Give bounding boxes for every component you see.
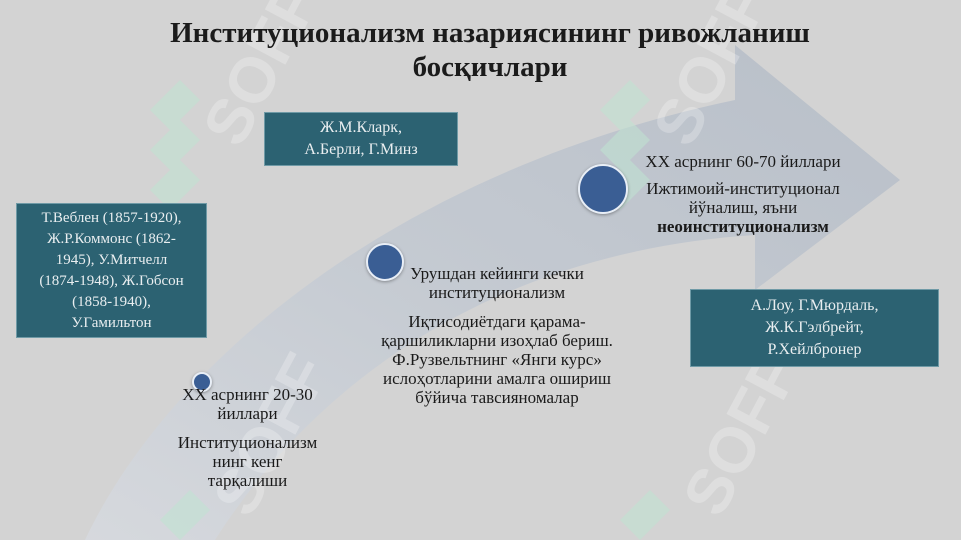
box-neo-institutionalists: А.Лоу, Г.Мюрдаль, Ж.К.Гэлбрейт, Р.Хейлбр… — [690, 289, 939, 367]
stage-marker-2 — [366, 243, 404, 281]
stage-3-heading: ХХ асрнинг 60-70 йиллари — [645, 152, 841, 171]
stage-3-text: ХХ асрнинг 60-70 йиллари Ижтимоий-инстит… — [618, 152, 868, 236]
stage-2-body: Иқтисодиётдаги қарама- — [408, 312, 586, 331]
stage-3-body: Ижтимоий-институционал — [646, 179, 840, 198]
stage-marker-3 — [578, 164, 628, 214]
title-line-2: босқичлари — [412, 51, 568, 83]
stage-2-heading: институционализм — [428, 283, 566, 302]
curved-arrow — [85, 45, 900, 540]
stage-1-body: Институционализм — [177, 433, 318, 452]
box-line: (1858-1940), — [72, 293, 151, 310]
box-line: Р.Хейлбронер — [767, 341, 862, 358]
stage-3-body: йўналиш, яъни — [688, 198, 798, 217]
stage-1-heading: йиллари — [217, 404, 278, 423]
stage-1-body: нинг кенг — [212, 452, 283, 471]
box-line: Ж.М.Кларк, — [319, 119, 403, 136]
watermark-text: SOFF — [669, 342, 813, 526]
stage-2-body: бўйича тавсияномалар — [415, 388, 579, 407]
box-line: А.Берли, Г.Минз — [304, 141, 418, 158]
stage-1-heading: ХХ асрнинг 20-30 — [182, 385, 313, 404]
box-line: (1874-1948), Ж.Гобсон — [39, 272, 184, 289]
box-line: Ж.К.Гэлбрейт, — [765, 319, 864, 336]
stage-2-body: ислоҳотларини амалга ошириш — [383, 369, 611, 388]
box-line: А.Лоу, Г.Мюрдаль, — [750, 297, 879, 314]
stage-2-body: қаршиликларни изоҳлаб бериш. — [381, 331, 613, 350]
box-early-institutionalists: Т.Веблен (1857-1920), Ж.Р.Коммонс (1862-… — [16, 203, 207, 338]
stage-2-body: Ф.Рузвельтнинг «Янги курс» — [392, 350, 602, 369]
box-postwar-authors: Ж.М.Кларк, А.Берли, Г.Минз — [264, 112, 458, 166]
page-title: Институционализм назариясининг ривожлани… — [110, 16, 870, 84]
box-line: У.Гамильтон — [71, 314, 152, 331]
title-line-1: Институционализм назариясининг ривожлани… — [170, 17, 810, 49]
box-line: Ж.Р.Коммонс (1862- — [47, 230, 176, 247]
box-line: Т.Веблен (1857-1920), — [41, 209, 182, 226]
stage-marker-1 — [192, 372, 212, 392]
stage-2-heading: Урушдан кейинги кечки — [410, 264, 584, 283]
stage-1-text: ХХ асрнинг 20-30 йиллари Институционализ… — [160, 385, 335, 490]
stage-1-body: тарқалиши — [207, 471, 288, 490]
stage-3-emphasis: неоинституционализм — [657, 217, 829, 236]
box-line: 1945), У.Митчелл — [55, 251, 168, 268]
stage-2-text: Урушдан кейинги кечки институционализм И… — [362, 264, 632, 407]
